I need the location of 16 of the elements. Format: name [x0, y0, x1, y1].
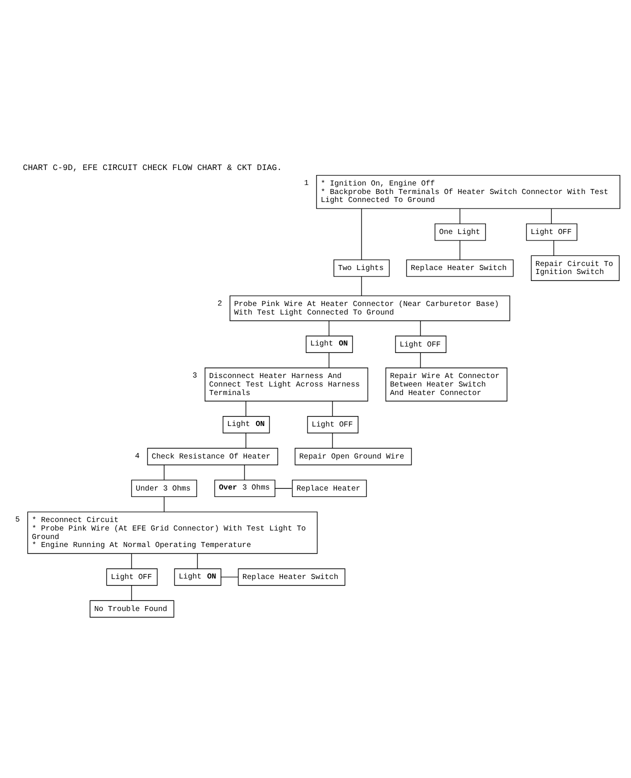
connector — [420, 352, 421, 368]
connector — [131, 585, 132, 601]
connector — [220, 576, 238, 578]
connector — [131, 553, 132, 569]
connector — [361, 276, 362, 296]
connector — [332, 432, 333, 448]
connector — [361, 208, 362, 260]
connector — [332, 400, 333, 417]
connector — [420, 320, 421, 336]
connector — [274, 488, 292, 489]
connector — [328, 320, 330, 336]
connector — [553, 240, 554, 256]
connector — [197, 553, 198, 569]
connector — [244, 464, 245, 480]
connector — [551, 208, 552, 224]
connector — [328, 352, 330, 368]
